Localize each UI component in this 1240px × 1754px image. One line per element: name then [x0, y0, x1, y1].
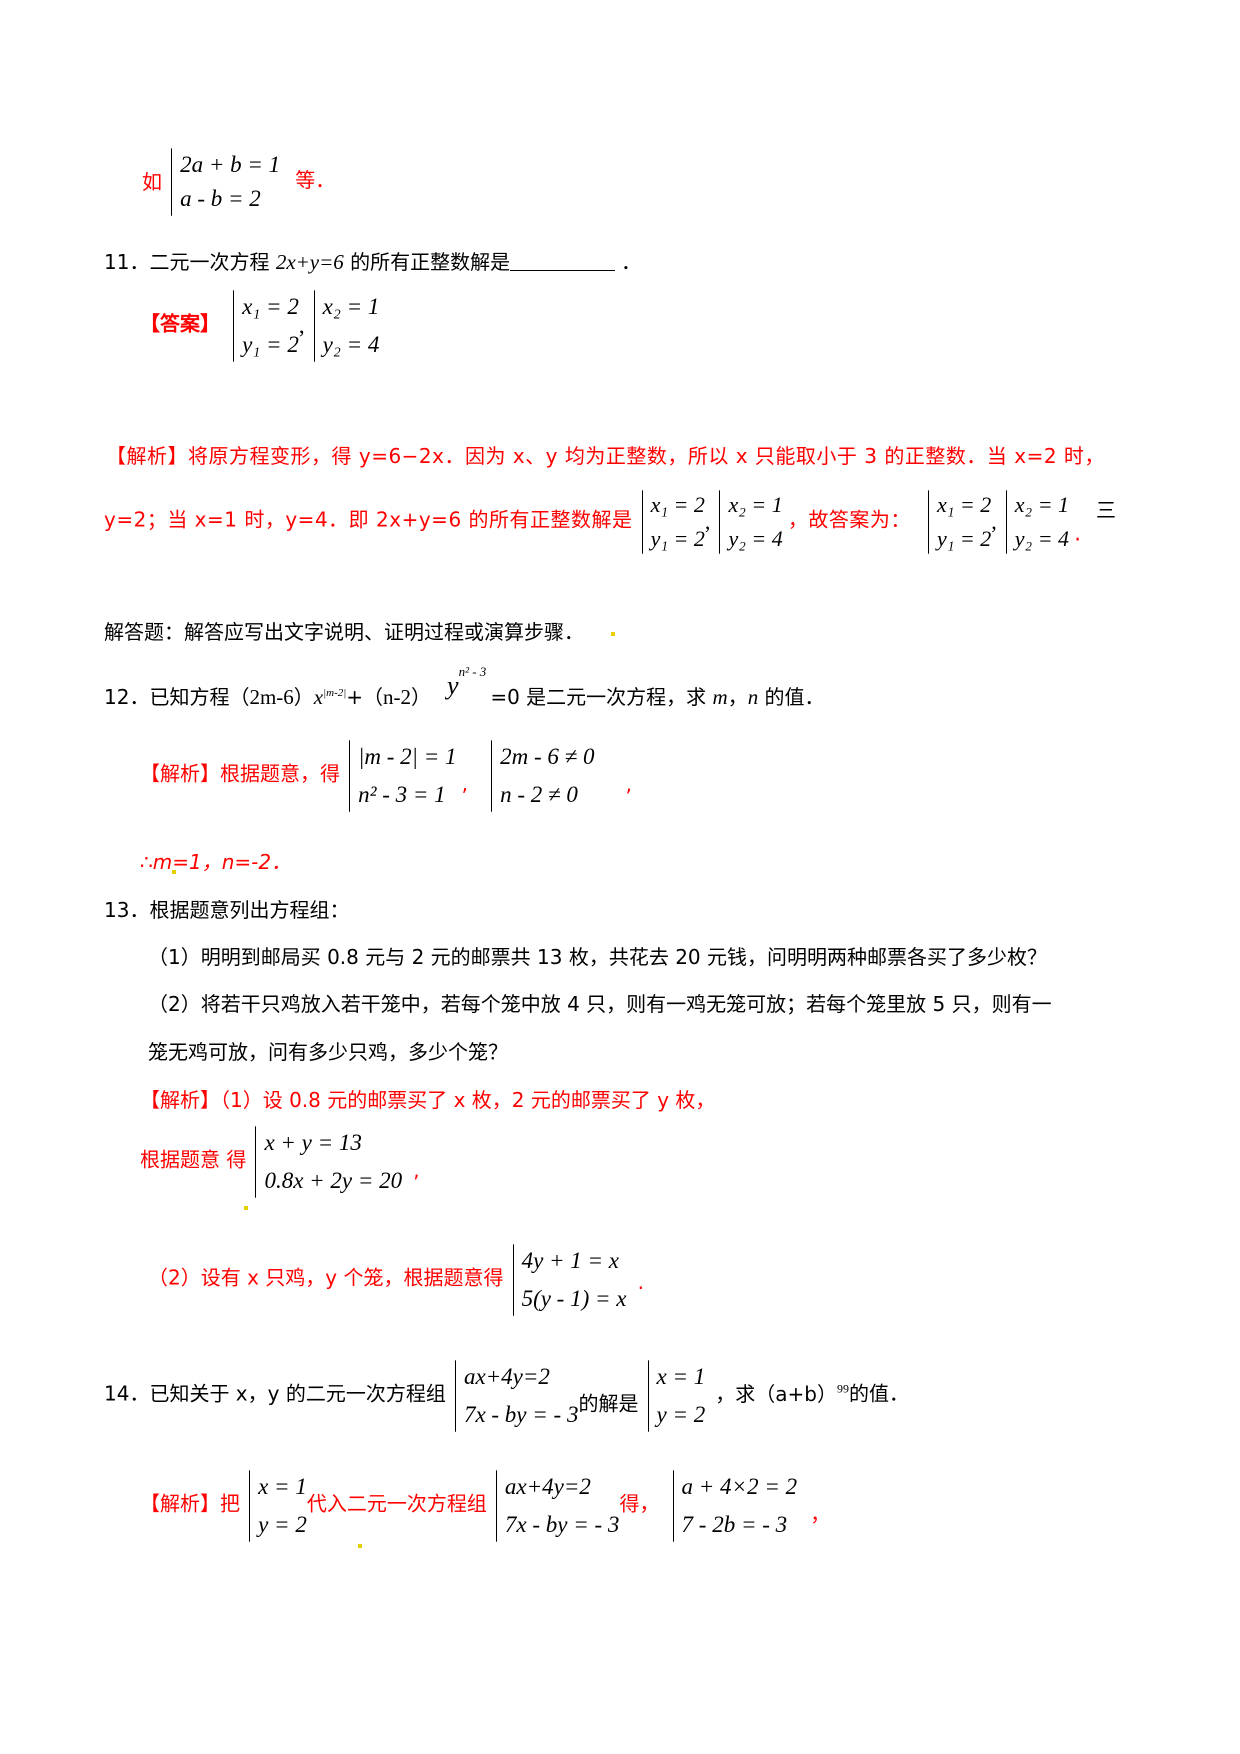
equation-row: 2a + b = 1 [180, 152, 281, 177]
marker-dot [611, 632, 615, 636]
q14-analysis: 【解析】把 x = 1 y = 2 代入二元一次方程组 ax+4y=2 7x -… [140, 1470, 830, 1542]
analysis-system-1: x₁ = 2 y₁ = 2 [638, 490, 705, 554]
analysis-system-1: x = 1 y = 2 [245, 1470, 307, 1542]
brace-icon [251, 1126, 261, 1198]
q13-part2-line2: 笼无鸡可放，问有多少只鸡，多少个笼？ [148, 1040, 508, 1064]
analysis-label: 【解析】 [140, 1491, 220, 1516]
brace-icon [1002, 490, 1012, 554]
analysis-system-2: 2m - 6 ≠ 0 n - 2 ≠ 0 [487, 740, 594, 812]
q10-suffix: 等． [295, 167, 336, 192]
analysis-system-1: x + y = 13 0.8x + 2y = 20 [251, 1126, 402, 1198]
q13-stem: 13．根据题意列出方程组： [104, 898, 350, 922]
q10-system: 2a + b = 1 a - b = 2 [167, 148, 280, 216]
given-system: ax+4y=2 7x - by = - 3 [451, 1360, 578, 1432]
q10-tail: 如 2a + b = 1 a - b = 2 等． [142, 148, 335, 216]
brace-icon [229, 290, 239, 362]
analysis-system-2: ax+4y=2 7x - by = - 3 [492, 1470, 619, 1542]
brace-icon [245, 1470, 255, 1542]
q13-analysis-2: （2）设有 x 只鸡，y 个笼，根据题意得 4y + 1 = x 5(y - 1… [148, 1244, 644, 1316]
equation: 2x+y=6 [275, 250, 344, 274]
analysis-system-2: x₂ = 1 y₂ = 4 [715, 490, 783, 554]
q12-stem: 12．已知方程（2m-6）x|m-2|+（n-2）yn² - 3=0 是二元一次… [104, 664, 825, 709]
analysis-system-4: x₂ = 1 y₂ = 4 [1002, 490, 1069, 554]
q13-analysis-1-system: 根据题意 得 x + y = 13 0.8x + 2y = 20 , [140, 1126, 420, 1198]
brace-icon [345, 740, 355, 812]
marker-dot [172, 870, 176, 874]
q12-conclusion: ∴m=1，n=-2． [140, 850, 292, 874]
analysis-label: 【解析】 [106, 444, 188, 468]
q13-part2-line1: （2）将若干只鸡放入若干笼中，若每个笼中放 4 只，则有一鸡无笼可放；若每个笼里… [148, 992, 1052, 1016]
analysis-system-3: a + 4×2 = 2 7 - 2b = - 3 [669, 1470, 797, 1542]
q13-analysis-1: 【解析】（1）设 0.8 元的邮票买了 x 枚，2 元的邮票买了 y 枚， [140, 1088, 716, 1112]
question-number: 11． [104, 250, 150, 274]
answer-blank [510, 252, 616, 271]
brace-icon [492, 1470, 502, 1542]
analysis-system-3: x₁ = 2 y₁ = 2 [924, 490, 991, 554]
marker-dot [244, 1206, 248, 1210]
brace-icon [167, 148, 177, 216]
brace-icon [310, 290, 320, 362]
brace-icon [638, 490, 648, 554]
q11-analysis-line2: y=2；当 x=1 时，y=4．即 2x+y=6 的所有正整数解是 x₁ = 2… [104, 490, 1081, 554]
brace-icon [644, 1360, 654, 1432]
answer-system-1: x₁ = 2 y₁ = 2 [229, 290, 299, 362]
brace-icon [669, 1470, 679, 1542]
analysis-label: 【解析】 [140, 1088, 220, 1112]
section-mark: 三 [1096, 498, 1116, 522]
section-title: 解答题：解答应写出文字说明、证明过程或演算步骤． [104, 620, 584, 644]
analysis-system-2: 4y + 1 = x 5(y - 1) = x [509, 1244, 626, 1316]
answer-system-2: x₂ = 1 y₂ = 4 [310, 290, 379, 362]
equation-row: a - b = 2 [180, 186, 261, 211]
q12-analysis: 【解析】根据题意，得 |m - 2| = 1 n² - 3 = 1 , 2m -… [140, 740, 632, 812]
q14-stem: 14．已知关于 x，y 的二元一次方程组 ax+4y=2 7x - by = -… [104, 1360, 909, 1432]
question-number: 13． [104, 898, 150, 922]
q11-analysis-line1: 【解析】将原方程变形，得 y=6−2x．因为 x、y 均为正整数，所以 x 只能… [106, 444, 1105, 468]
brace-icon [451, 1360, 461, 1432]
marker-dot [358, 1544, 362, 1548]
solution-system: x = 1 y = 2 [644, 1360, 705, 1432]
analysis-system-1: |m - 2| = 1 n² - 3 = 1 [345, 740, 457, 812]
q11-stem: 11．二元一次方程 2x+y=6 的所有正整数解是． [104, 250, 642, 274]
question-number: 12． [104, 685, 150, 709]
brace-icon [509, 1244, 519, 1316]
brace-icon [715, 490, 725, 554]
answer-label: 【答案】 [140, 311, 220, 336]
question-number: 14． [104, 1381, 150, 1406]
q13-part1: （1）明明到邮局买 0.8 元与 2 元的邮票共 13 枚，共花去 20 元钱，… [148, 945, 1048, 969]
brace-icon [487, 740, 497, 812]
analysis-label: 【解析】 [140, 761, 220, 786]
brace-icon [924, 490, 934, 554]
q11-answer: 【答案】 x₁ = 2 y₁ = 2 , x₂ = 1 y₂ = 4 [140, 290, 379, 362]
q10-prefix: 如 [142, 169, 162, 194]
